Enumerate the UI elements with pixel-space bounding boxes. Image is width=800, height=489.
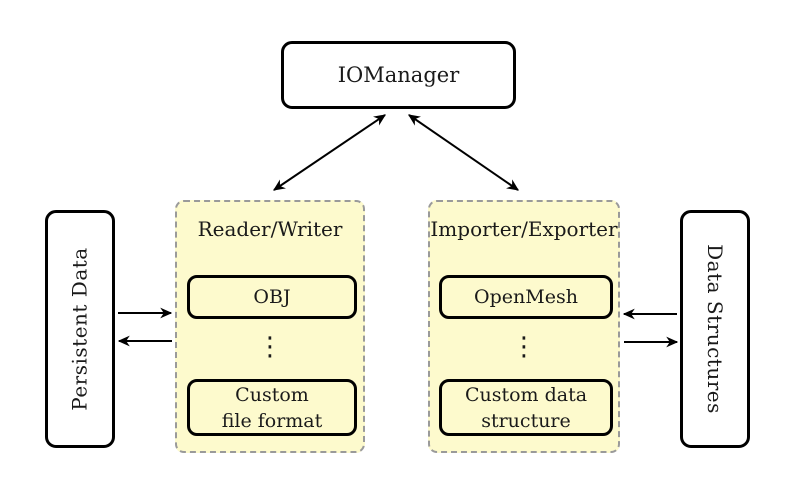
panel-reader-writer-title: Reader/Writer — [197, 217, 343, 241]
node-persistent-data: Persistent Data — [45, 210, 115, 448]
node-custom-file-format: Custom file format — [187, 379, 357, 436]
node-data-structures-label: Data Structures — [703, 244, 727, 414]
node-iomanager-label: IOManager — [337, 63, 460, 87]
arrow-iomanager-importerexporter — [408, 114, 519, 191]
node-custom-file-format-label: Custom file format — [221, 383, 323, 432]
node-obj: OBJ — [187, 275, 357, 319]
node-obj-label: OBJ — [253, 286, 291, 308]
panel-importer-exporter-title: Importer/Exporter — [430, 217, 618, 241]
panel-importer-exporter: Importer/Exporter OpenMesh ⋮ Custom data… — [428, 200, 620, 453]
node-iomanager: IOManager — [281, 41, 516, 109]
node-persistent-data-label: Persistent Data — [68, 247, 93, 411]
node-custom-data-structure: Custom data structure — [439, 379, 613, 436]
vertical-ellipsis-icon: ⋮ — [511, 332, 537, 362]
node-custom-data-structure-label: Custom data structure — [464, 383, 588, 432]
panel-reader-writer: Reader/Writer OBJ ⋮ Custom file format — [175, 200, 365, 453]
node-openmesh: OpenMesh — [439, 275, 613, 319]
vertical-ellipsis-icon: ⋮ — [257, 332, 283, 362]
node-data-structures: Data Structures — [680, 210, 750, 448]
node-openmesh-label: OpenMesh — [474, 286, 578, 308]
arrow-iomanager-readerwriter — [273, 114, 386, 191]
